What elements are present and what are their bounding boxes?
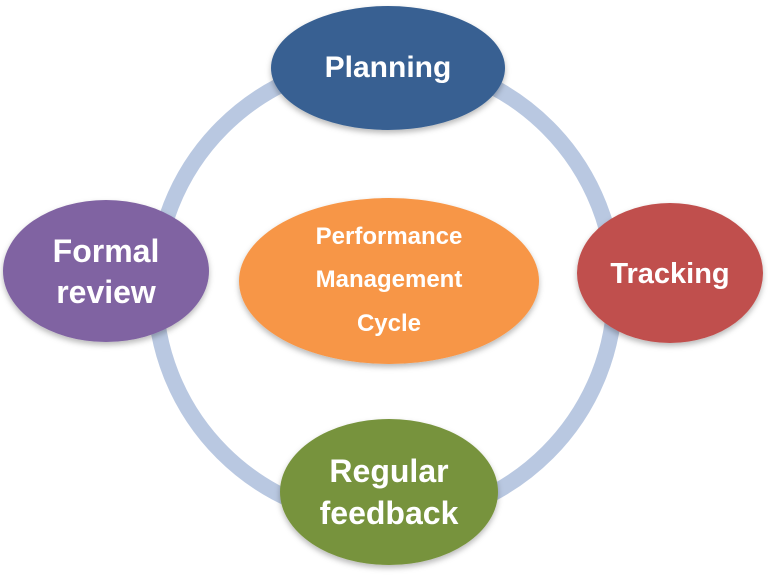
center-ellipse: Performance Management Cycle bbox=[239, 198, 539, 364]
node-tracking: Tracking bbox=[577, 203, 763, 343]
node-regular-feedback-line-1: Regular bbox=[329, 453, 448, 489]
node-formal-review: Formal review bbox=[3, 200, 209, 342]
center-line-2: Management bbox=[316, 266, 463, 293]
node-planning: Planning bbox=[271, 6, 505, 130]
node-formal-review-shape bbox=[3, 200, 209, 342]
node-tracking-label: Tracking bbox=[610, 258, 729, 290]
center-line-1: Performance bbox=[316, 223, 463, 250]
node-planning-shape bbox=[271, 6, 505, 130]
node-regular-feedback: Regular feedback bbox=[280, 419, 498, 565]
node-formal-review-line-1: Formal bbox=[53, 233, 160, 269]
node-regular-feedback-shape bbox=[280, 419, 498, 565]
node-formal-review-line-2: review bbox=[56, 274, 156, 310]
node-regular-feedback-line-2: feedback bbox=[320, 495, 459, 531]
node-planning-label: Planning bbox=[325, 51, 452, 84]
center-line-3: Cycle bbox=[357, 310, 421, 337]
center-shape bbox=[239, 198, 539, 364]
node-tracking-shape bbox=[577, 203, 763, 343]
